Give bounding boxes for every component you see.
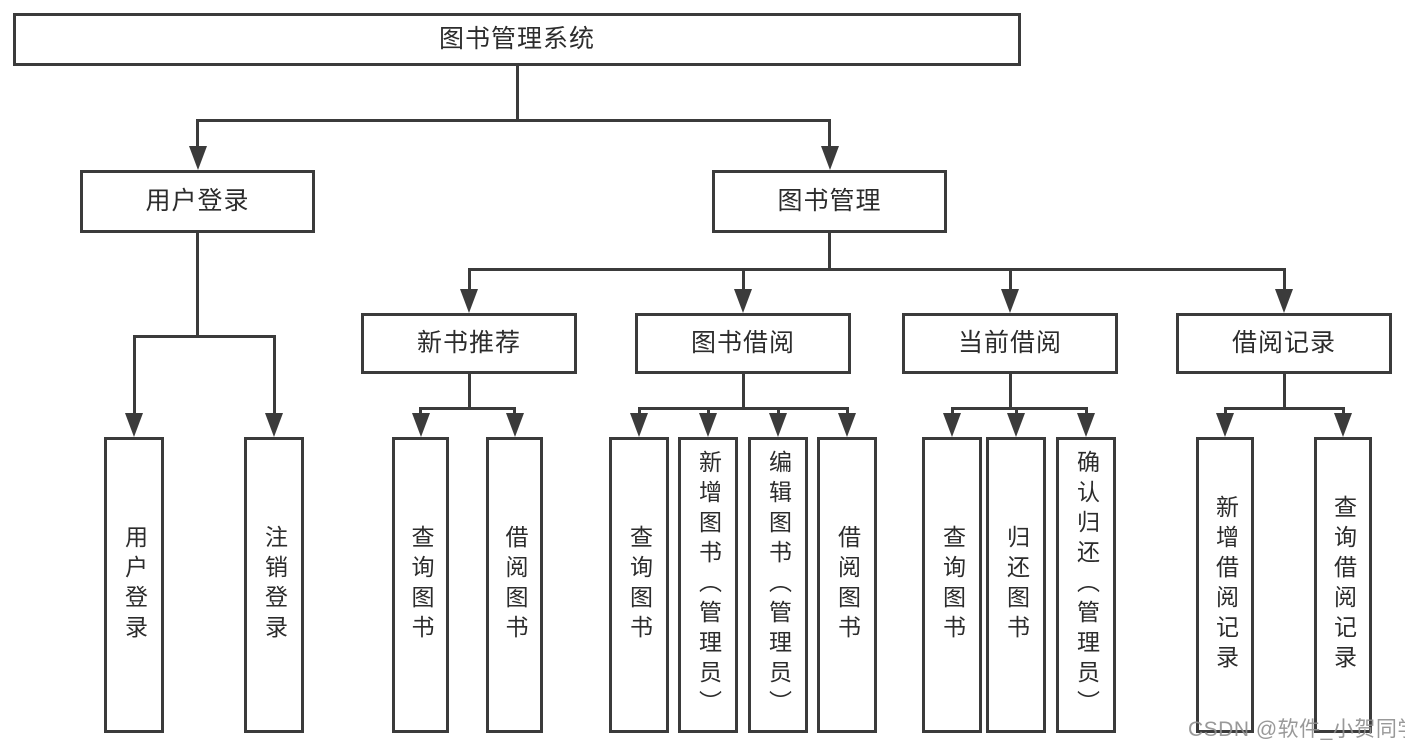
connector-drop-current-borrow	[1008, 271, 1012, 291]
node-label: 用户登录	[121, 525, 148, 645]
node-root: 图书管理系统	[13, 13, 1021, 66]
node-label: 新增图书（管理员）	[695, 450, 722, 720]
connector-drop-leaf-cb-query	[950, 410, 954, 415]
node-leaf-bb-edit: 编辑图书（管理员）	[748, 437, 808, 733]
connector-drop-new-book-rec	[467, 271, 471, 291]
arrowhead-icon	[630, 413, 648, 437]
node-leaf-login: 用户登录	[104, 437, 164, 733]
arrowhead-icon	[188, 146, 207, 170]
node-label: 借阅图书	[834, 525, 861, 645]
connector-drop-borrow-records	[1282, 271, 1286, 291]
arrowhead-icon	[1001, 289, 1019, 313]
connector-drop-leaf-rec-query	[419, 410, 422, 415]
connector-stem-book-borrow	[741, 374, 745, 410]
arrowhead-icon	[699, 413, 717, 437]
node-label: 确认归还（管理员）	[1073, 450, 1100, 720]
connector-drop-leaf-bb-query	[637, 410, 641, 415]
node-leaf-bb-query: 查询图书	[609, 437, 669, 733]
node-label: 查询借阅记录	[1330, 495, 1357, 675]
node-new-book-rec: 新书推荐	[361, 313, 577, 374]
node-label: 图书管理	[777, 187, 882, 215]
arrowhead-icon	[734, 289, 752, 313]
watermark-text: CSDN @软件_小贺同学	[1188, 718, 1405, 741]
node-label: 当前借阅	[957, 329, 1062, 357]
connector-drop-book-borrow	[741, 271, 745, 291]
connector-stem-book-mgmt	[828, 233, 831, 271]
node-label: 借阅记录	[1231, 329, 1336, 357]
arrowhead-icon	[125, 413, 143, 437]
node-leaf-bb-add: 新增图书（管理员）	[678, 437, 738, 733]
arrowhead-icon	[943, 413, 961, 437]
node-leaf-bb-borrow: 借阅图书	[817, 437, 877, 733]
connector-drop-leaf-br-query	[1341, 410, 1345, 415]
node-leaf-cb-return: 归还图书	[986, 437, 1046, 733]
connector-rail-user-login	[132, 335, 276, 338]
node-user-login: 用户登录	[80, 170, 315, 233]
node-label: 编辑图书（管理员）	[765, 450, 792, 720]
connector-drop-leaf-cb-return	[1014, 410, 1018, 415]
connector-drop-leaf-bb-add	[706, 410, 710, 415]
connector-stem-current-borrow	[1008, 374, 1012, 410]
node-leaf-br-add: 新增借阅记录	[1196, 437, 1254, 733]
connector-drop-user-login	[196, 122, 199, 148]
node-current-borrow: 当前借阅	[902, 313, 1118, 374]
arrowhead-icon	[460, 289, 478, 313]
arrowhead-icon	[1216, 413, 1234, 437]
connector-rail-book-borrow	[637, 407, 849, 410]
arrowhead-icon	[820, 146, 839, 170]
node-label: 归还图书	[1003, 525, 1030, 645]
connector-stem-user-login	[196, 233, 199, 338]
connector-drop-leaf-logout	[272, 338, 276, 415]
connector-rail-current-borrow	[950, 407, 1088, 410]
arrowhead-icon	[1007, 413, 1025, 437]
node-label: 新书推荐	[416, 329, 521, 357]
connector-drop-leaf-bb-borrow	[845, 410, 849, 415]
arrowhead-icon	[1077, 413, 1095, 437]
connector-drop-leaf-cb-confirm	[1084, 410, 1088, 415]
node-label: 查询图书	[939, 525, 966, 645]
node-label: 用户登录	[145, 187, 250, 215]
node-leaf-rec-query: 查询图书	[392, 437, 449, 733]
connector-drop-leaf-rec-borrow	[513, 410, 516, 415]
connector-stem-borrow-records	[1282, 374, 1286, 410]
arrowhead-icon	[1275, 289, 1293, 313]
node-leaf-cb-confirm: 确认归还（管理员）	[1056, 437, 1116, 733]
node-leaf-rec-borrow: 借阅图书	[486, 437, 543, 733]
arrowhead-icon	[265, 413, 283, 437]
connector-rail-root	[196, 119, 831, 122]
arrowhead-icon	[838, 413, 856, 437]
node-leaf-br-query: 查询借阅记录	[1314, 437, 1372, 733]
connector-rail-new-book-rec	[419, 407, 516, 410]
arrowhead-icon	[411, 413, 430, 437]
connector-drop-leaf-br-add	[1223, 410, 1227, 415]
node-book-mgmt: 图书管理	[712, 170, 947, 233]
node-label: 借阅图书	[502, 525, 528, 645]
node-label: 注销登录	[261, 525, 288, 645]
connector-stem-new-book-rec	[467, 374, 471, 410]
connector-stem-root	[515, 66, 519, 122]
node-label: 图书管理系统	[438, 25, 595, 53]
node-label: 图书借阅	[690, 329, 795, 357]
connector-rail-borrow-records	[1223, 407, 1345, 410]
arrowhead-icon	[1334, 413, 1352, 437]
connector-rail-book-mgmt	[467, 268, 1286, 271]
node-leaf-logout: 注销登录	[244, 437, 304, 733]
connector-drop-book-mgmt	[828, 122, 831, 148]
node-leaf-cb-query: 查询图书	[922, 437, 982, 733]
connector-drop-leaf-bb-edit	[776, 410, 780, 415]
arrowhead-icon	[505, 413, 524, 437]
node-borrow-records: 借阅记录	[1176, 313, 1392, 374]
arrowhead-icon	[769, 413, 787, 437]
node-label: 新增借阅记录	[1212, 495, 1239, 675]
node-book-borrow: 图书借阅	[635, 313, 851, 374]
node-label: 查询图书	[408, 525, 434, 645]
node-label: 查询图书	[626, 525, 653, 645]
connector-drop-leaf-login	[132, 338, 136, 415]
